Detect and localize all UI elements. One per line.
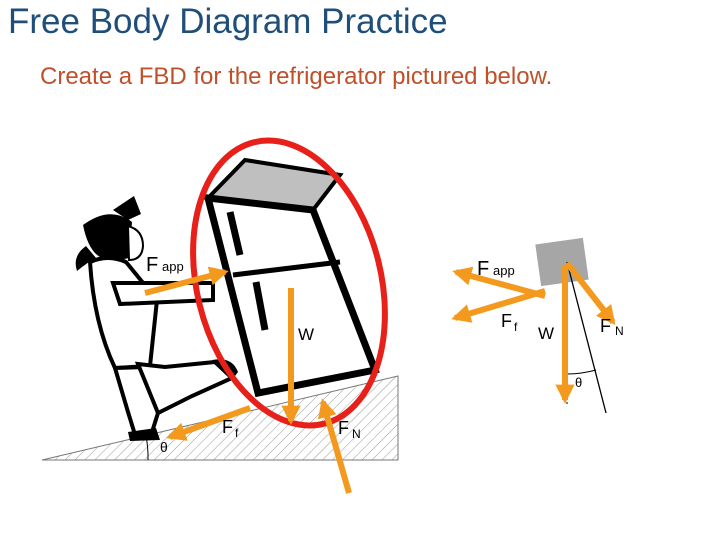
label-theta-fbd: θ [575,375,582,390]
label-app-subscript: app [162,259,184,274]
slide-title: Free Body Diagram Practice [8,2,448,41]
label-n-subscript: N [352,427,361,441]
label-f-f-scene: F f [222,417,239,440]
person-ponytail [75,246,96,271]
label-f-letter: F [146,254,158,276]
arrow-normal-fbd [564,261,616,326]
label-f-n-fbd: F N [600,316,624,338]
arrow-friction-scene [166,405,252,441]
fbd-theta-arc [566,369,597,375]
person-back-shoe [128,428,160,441]
person-cap-visor [113,196,141,220]
label-f-app-fbd: F app [477,258,515,280]
label-f-letter: F [338,418,349,438]
label-f-f-fbd: F f [501,311,518,334]
arrow-f-app-fbd [452,266,546,299]
label-f-letter: F [501,311,512,331]
refrigerator-handle-bottom [252,281,269,331]
arrow-normal-scene [317,398,352,494]
label-f-letter: F [600,316,611,336]
label-w-fbd: W [538,324,554,343]
label-f-letter: F [222,417,233,437]
label-f-n-scene: F N [338,418,361,441]
label-theta-ramp: θ [160,439,168,455]
arrow-friction-fbd [451,288,546,323]
label-app-subscript: app [493,263,515,278]
refrigerator-handle-top [226,211,244,256]
label-f-subscript: f [235,426,239,440]
refrigerator-door-split [232,259,341,278]
label-w-scene: W [298,325,314,344]
refrigerator-highlight-ellipse [190,137,388,429]
label-f-subscript: f [514,320,518,334]
label-n-subscript: N [615,324,624,338]
fbd-incline-reference-line [566,261,607,414]
label-f-letter: F [477,258,489,280]
slide-subtitle: Create a FBD for the refrigerator pictur… [40,63,553,90]
label-f-app-scene: F app [146,254,184,276]
arrow-f-app-scene [144,266,229,296]
person-face [126,224,145,262]
person-hair [83,214,132,260]
